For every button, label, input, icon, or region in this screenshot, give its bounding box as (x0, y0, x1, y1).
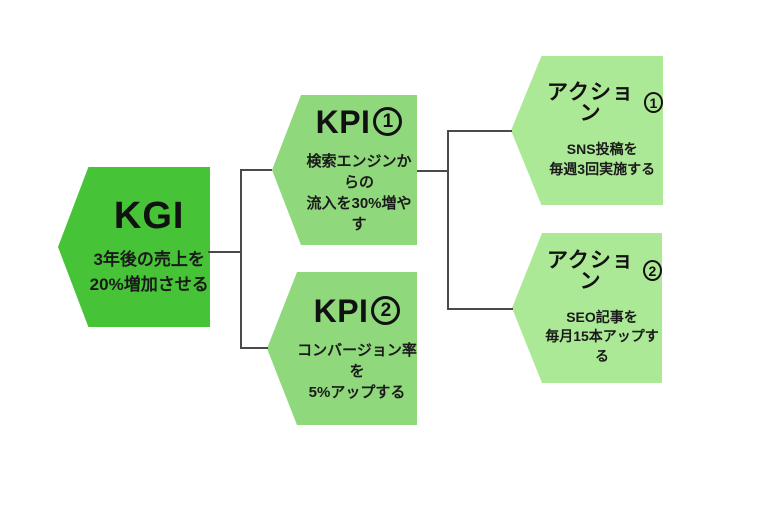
connector-kgi-horizontal (208, 251, 242, 253)
action1-title: アクション 1 (541, 82, 663, 124)
kpi2-title-text: KPI (313, 292, 369, 329)
kpi1-subtext-line2: 流入を30%増やす (306, 194, 412, 233)
kpi1-subtext: 検索エンジンからの 流入を30%増やす (301, 151, 417, 235)
kpi1-subtext-line1: 検索エンジンからの (306, 152, 412, 191)
kgi-subtext-line1: 3年後の売上を (93, 249, 205, 269)
action1-subtext-line2: 毎週3回実施する (549, 160, 656, 177)
circled-1-icon: 1 (643, 92, 663, 114)
action1-node: アクション 1 SNS投稿を 毎週3回実施する (511, 56, 663, 205)
connector-kpi-vertical (240, 170, 242, 349)
action1-title-text: アクション (547, 80, 634, 125)
kpi1-title: KPI 1 (316, 106, 403, 138)
kgi-subtext: 3年後の売上を 20%増加させる (90, 248, 209, 297)
action2-title: アクション 2 (542, 250, 662, 292)
action2-subtext: SEO記事を 毎月15本アップする (542, 308, 662, 367)
kpi1-node: KPI 1 検索エンジンからの 流入を30%増やす (272, 95, 417, 245)
connector-action2-horizontal (447, 308, 513, 310)
action1-subtext: SNS投稿を 毎週3回実施する (549, 140, 655, 179)
kpi2-subtext: コンバージョン率を 5%アップする (297, 340, 417, 403)
connector-kpi2-horizontal (240, 347, 268, 349)
kpi1-title-text: KPI (315, 103, 371, 140)
connector-kpi1-out-horizontal (417, 170, 449, 172)
kpi2-node: KPI 2 コンバージョン率を 5%アップする (267, 272, 417, 425)
action2-node: アクション 2 SEO記事を 毎月15本アップする (512, 233, 662, 383)
kgi-title-text: KGI (113, 194, 185, 237)
connector-action1-horizontal (447, 130, 512, 132)
circled-2-icon: 2 (371, 296, 401, 325)
kgi-subtext-line2: 20%増加させる (89, 274, 209, 294)
action2-subtext-line1: SEO記事を (566, 308, 638, 325)
kpi2-subtext-line2: 5%アップする (308, 383, 406, 401)
kpi2-subtext-line1: コンバージョン率を (297, 341, 417, 380)
circled-1-icon: 1 (373, 107, 403, 136)
kpi2-title: KPI 2 (314, 295, 401, 327)
action2-title-text: アクション (546, 248, 634, 293)
connector-action-vertical (447, 130, 449, 310)
action2-subtext-line2: 毎月15本アップする (545, 328, 659, 364)
circled-2-icon: 2 (642, 260, 662, 282)
kgi-node: KGI 3年後の売上を 20%増加させる (58, 167, 210, 327)
connector-kpi1-horizontal (240, 169, 272, 171)
action1-subtext-line1: SNS投稿を (566, 140, 638, 157)
kgi-title: KGI (114, 197, 185, 235)
